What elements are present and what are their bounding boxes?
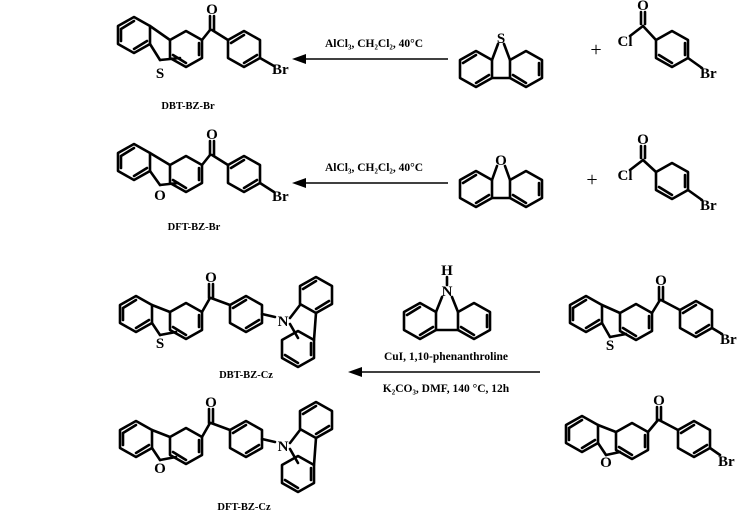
carbonyl-oxygen: O bbox=[637, 132, 649, 148]
carbonyl-oxygen: O bbox=[206, 2, 218, 18]
product-label: DFT-BZ-Cz bbox=[217, 502, 271, 513]
product-label: DBT-BZ-Br bbox=[161, 101, 215, 112]
bromine-atom: Br bbox=[272, 62, 289, 78]
carbonyl-oxygen: O bbox=[655, 273, 667, 289]
carbonyl-oxygen: O bbox=[637, 0, 649, 14]
carbonyl-oxygen: O bbox=[206, 127, 218, 143]
heteroatom-s: S bbox=[156, 66, 164, 82]
reaction-2: O O Br DFT-BZ-Br AlCl₃, CH₂Cl₂, 40°C O + bbox=[116, 127, 718, 233]
product-dft-bz-br: O O Br bbox=[116, 127, 289, 205]
reaction-1: S O Br DBT-BZ-Br AlCl₃, CH₂Cl₂, 40°C S + bbox=[116, 0, 718, 112]
heteroatom-o: O bbox=[600, 455, 612, 471]
reaction-arrow-1 bbox=[292, 54, 448, 64]
chlorine-atom: Cl bbox=[618, 168, 633, 184]
heteroatom-s: S bbox=[606, 338, 614, 354]
product-dbt-bz-cz: S O N bbox=[118, 270, 334, 369]
carbazole-nitrogen: N bbox=[278, 439, 289, 455]
reagent-dibenzofuran: O bbox=[458, 153, 544, 209]
carbonyl-oxygen: O bbox=[205, 270, 217, 286]
reaction-arrow-2 bbox=[292, 178, 448, 188]
product-label: DFT-BZ-Br bbox=[168, 222, 221, 233]
chlorine-atom: Cl bbox=[618, 34, 633, 50]
plus-sign: + bbox=[590, 39, 601, 61]
bromine-atom: Br bbox=[720, 332, 737, 348]
reaction-conditions: AlCl₃, CH₂Cl₂, 40°C bbox=[325, 38, 423, 50]
reagent-carbazole: N H bbox=[402, 263, 492, 341]
reaction-conditions: CuI, 1,10-phenanthroline bbox=[384, 351, 508, 363]
reaction-arrow-3 bbox=[348, 367, 540, 377]
bromine-atom: Br bbox=[700, 66, 717, 82]
reagent-dibenzothiophene: S bbox=[458, 31, 544, 89]
reaction-conditions: AlCl₃, CH₂Cl₂, 40°C bbox=[325, 162, 423, 174]
bromine-atom: Br bbox=[700, 198, 717, 214]
coupling-reaction: S O N DBT-BZ-Cz bbox=[118, 263, 737, 513]
heteroatom-o: O bbox=[154, 461, 166, 477]
carbonyl-oxygen: O bbox=[653, 393, 665, 409]
starting-dbt-bz-br: S O Br bbox=[568, 273, 737, 354]
product-dbt-bz-br: S O Br bbox=[116, 2, 289, 82]
product-label: DBT-BZ-Cz bbox=[219, 370, 273, 381]
reaction-conditions: K₂CO₃, DMF, 140 °C, 12h bbox=[383, 383, 510, 395]
plus-sign: + bbox=[586, 169, 597, 191]
reagent-4-bromobenzoyl-chloride: O Cl Br bbox=[618, 132, 718, 214]
carbazole-nitrogen: N bbox=[278, 314, 289, 330]
carbazole-nitrogen: N bbox=[442, 284, 453, 300]
bromine-atom: Br bbox=[718, 454, 735, 470]
heteroatom-s: S bbox=[497, 31, 505, 47]
heteroatom-o: O bbox=[495, 153, 507, 169]
nh-hydrogen: H bbox=[441, 263, 453, 279]
heteroatom-o: O bbox=[154, 188, 166, 204]
product-dft-bz-cz: O O N bbox=[118, 395, 334, 494]
heteroatom-s: S bbox=[156, 336, 164, 352]
reagent-4-bromobenzoyl-chloride: O Cl Br bbox=[618, 0, 718, 82]
bromine-atom: Br bbox=[272, 189, 289, 205]
carbonyl-oxygen: O bbox=[205, 395, 217, 411]
starting-dft-bz-br: O O Br bbox=[564, 393, 735, 471]
